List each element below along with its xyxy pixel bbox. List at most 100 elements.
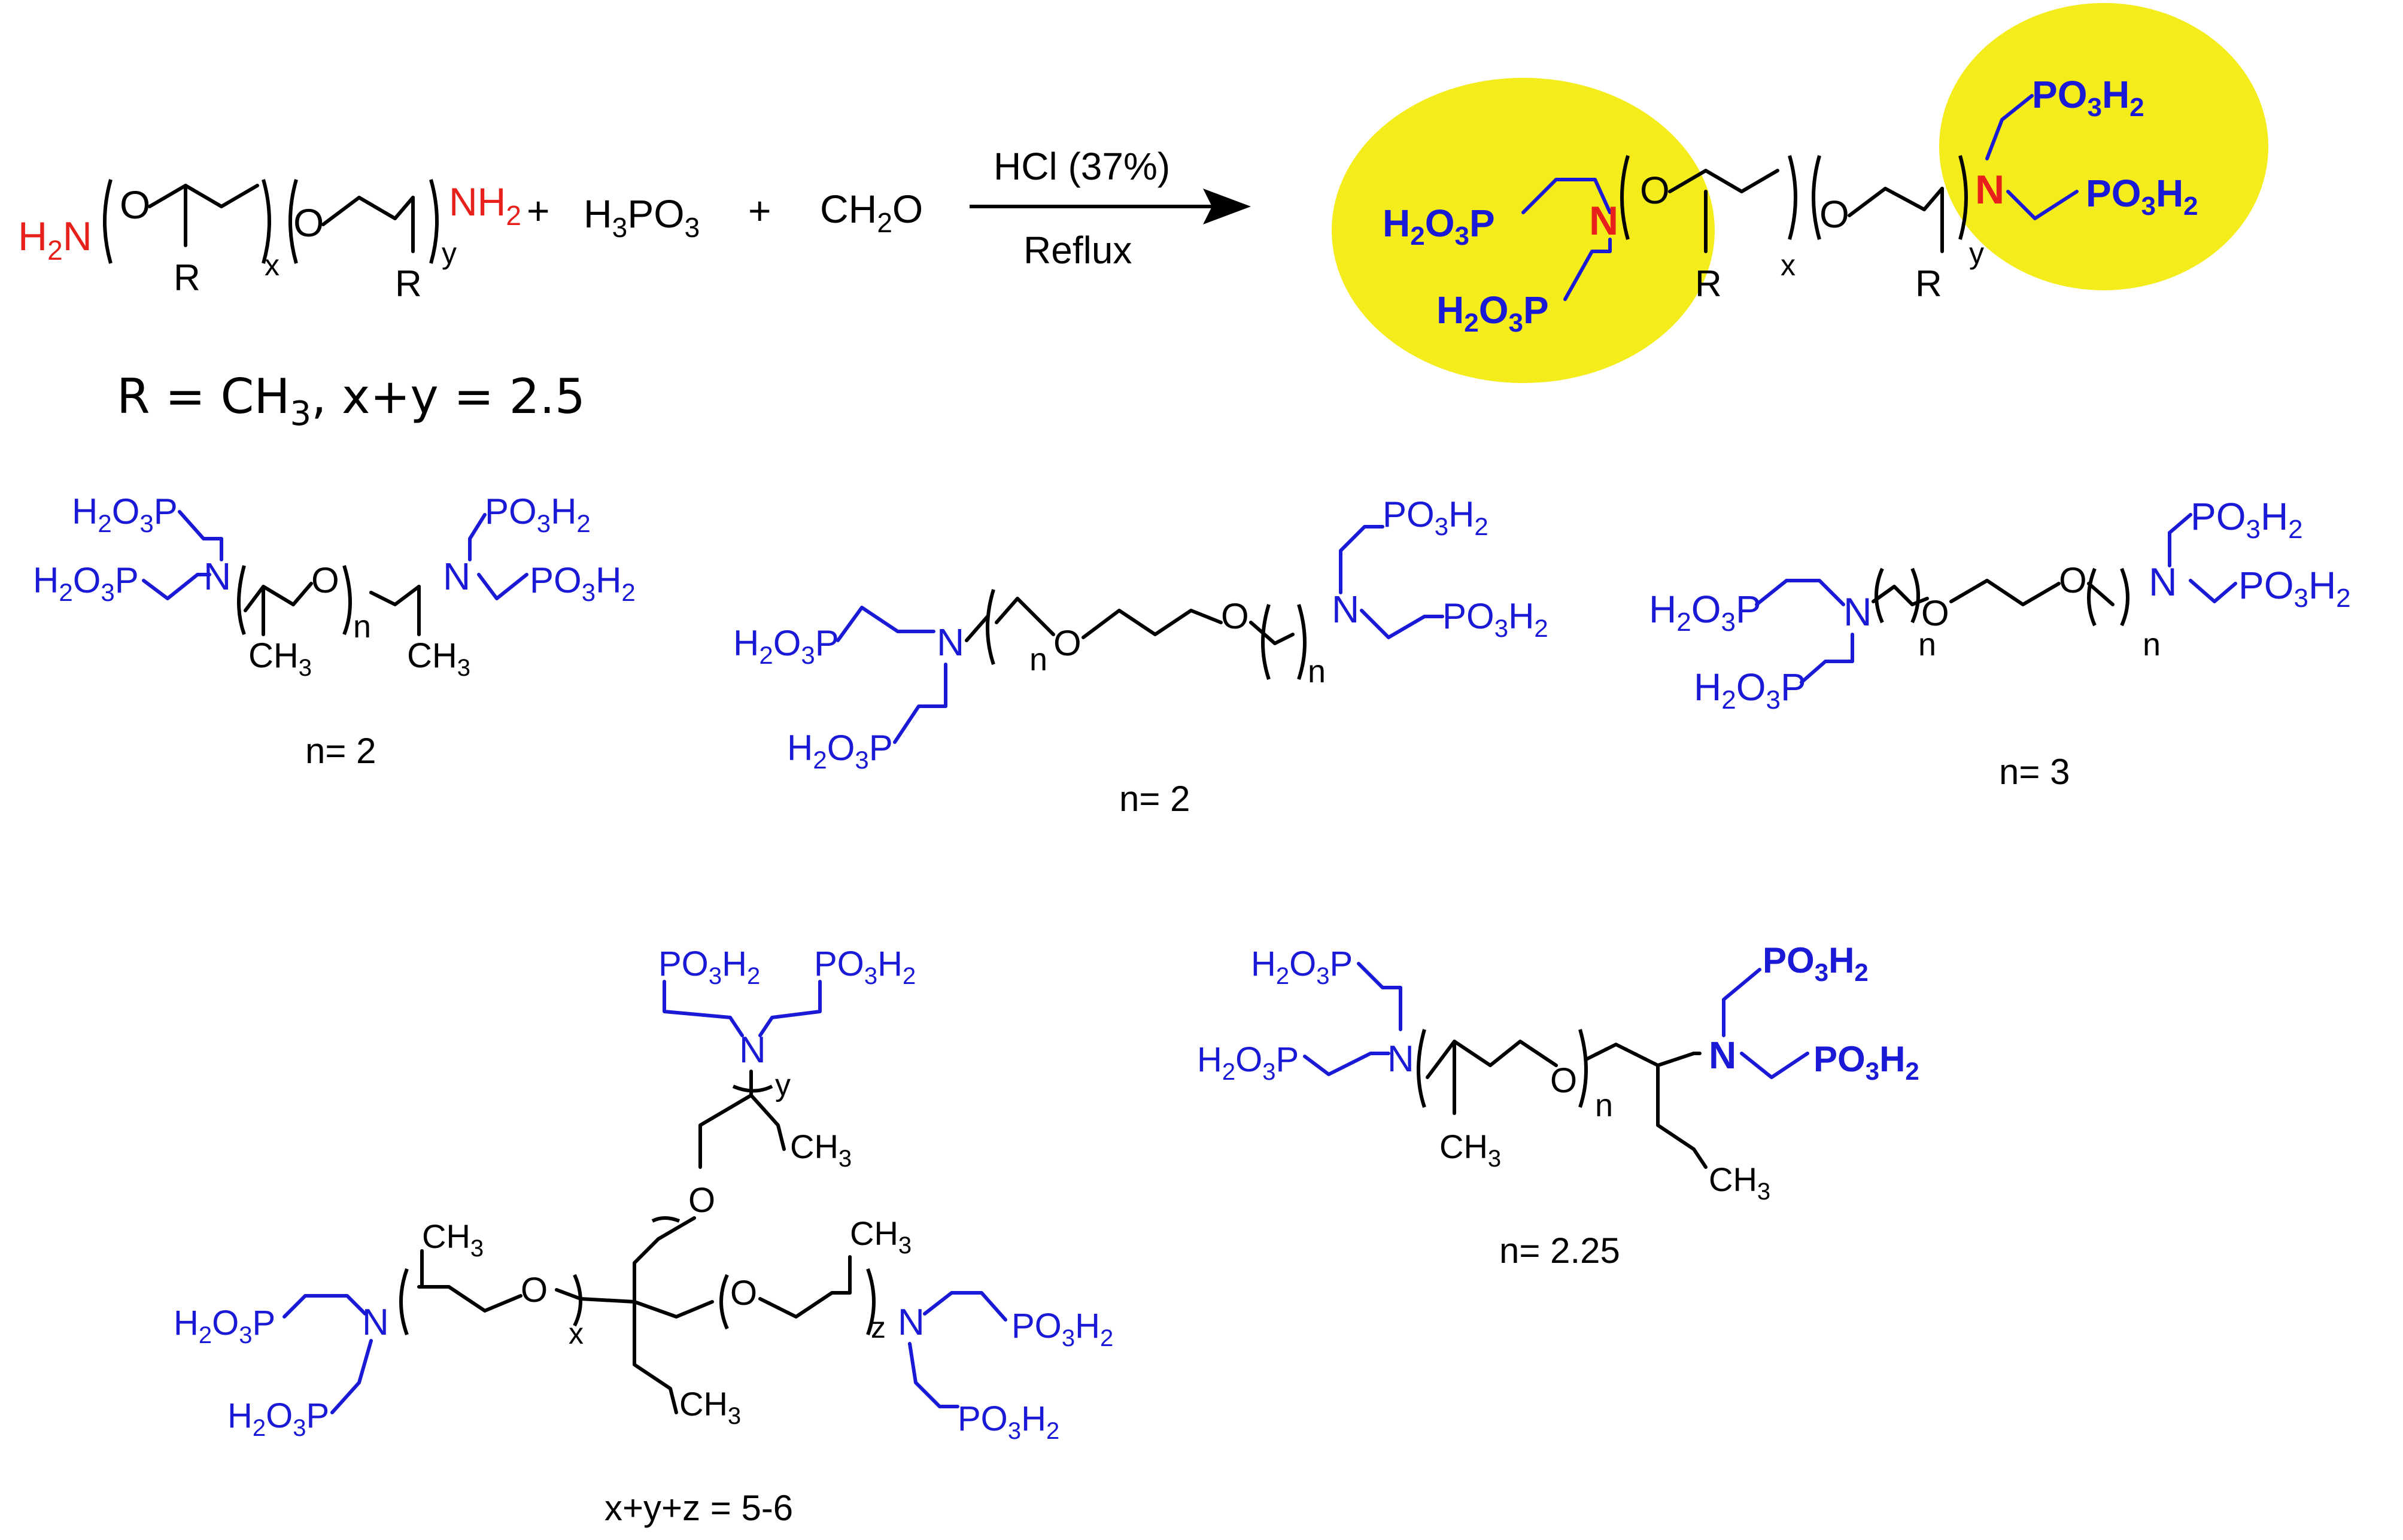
s4-phosphonate-top-2: PO3H2 xyxy=(814,944,916,989)
s4-right-arm xyxy=(633,1300,714,1319)
s5-bracket-2 xyxy=(1578,1029,1588,1108)
product-phosphonate-1: H2O3P xyxy=(1383,202,1495,251)
s2-sub-n-2: n xyxy=(1308,654,1326,689)
product-link-2 xyxy=(1563,238,1612,301)
s3-ether-o-2: O xyxy=(2059,560,2087,600)
structure-5: H2O3P H2O3P N CH3 O n CH3 N PO3H2 PO3H2 … xyxy=(1197,940,1919,1271)
product-n-right: N xyxy=(1975,167,2004,212)
s4-sub-z: z xyxy=(871,1311,886,1344)
product-link-4 xyxy=(2006,190,2079,220)
s1-phosphonate-1: H2O3P xyxy=(72,491,178,537)
s2-caption: n= 2 xyxy=(1119,779,1190,819)
s4-ether-o-right: O xyxy=(730,1274,757,1313)
s3-bracket-4 xyxy=(2120,567,2129,627)
structure-2: H2O3P H2O3P N n O O n N PO3H2 PO3H2 n= 2 xyxy=(733,494,1548,819)
bracket-close-y xyxy=(429,179,439,264)
s5-phosphonate-1: H2O3P xyxy=(1251,944,1353,989)
s2-phosphonate-2: H2O3P xyxy=(787,728,893,774)
s5-link-4 xyxy=(1740,1052,1809,1079)
product-sub-x: x xyxy=(1781,248,1796,282)
structure-3: H2O3P H2O3P N O n O n N PO3H2 PO3H2 n= 3 xyxy=(1649,495,2351,792)
structure-4: PO3H2 PO3H2 N y CH3 O CH3 x O CH3 N H2O3… xyxy=(174,944,1113,1528)
s1-link-2 xyxy=(142,573,211,600)
product-sub-y: y xyxy=(1969,236,1984,270)
s2-link-2 xyxy=(893,663,947,744)
s4-left-backbone xyxy=(417,1285,522,1313)
product-r-1: R xyxy=(1695,263,1722,305)
ether-o-2: O xyxy=(293,201,324,245)
s3-link-3 xyxy=(2168,513,2192,567)
s3-caption: n= 3 xyxy=(1999,752,2070,792)
s1-phosphonate-2: H2O3P xyxy=(33,560,139,606)
s1-n-right: N xyxy=(443,555,470,598)
product-bracket-4 xyxy=(1958,155,1968,240)
s4-link-right-2 xyxy=(908,1342,959,1408)
subscript-y: y xyxy=(442,236,457,270)
s3-backbone-2 xyxy=(1949,579,2061,606)
s2-link-1 xyxy=(836,606,935,642)
r-label-2: R xyxy=(395,263,422,305)
s4-ethyl xyxy=(633,1300,678,1414)
s4-branch-methyl xyxy=(749,1094,786,1151)
s4-bracket-z-close xyxy=(866,1268,876,1336)
product-link-3 xyxy=(1985,94,2034,160)
s2-bond-1 xyxy=(965,615,989,642)
s5-link-2 xyxy=(1303,1052,1390,1076)
s1-n-left: N xyxy=(203,555,231,598)
reagent-phosphorous-acid: H3PO3 xyxy=(584,192,700,243)
s4-link-top-2 xyxy=(758,980,822,1037)
s3-sub-n-1: n xyxy=(1918,627,1936,663)
arrow-condition-above: HCl (37%) xyxy=(994,145,1170,188)
r-definition: R = CH3, x+y = 2.5 xyxy=(117,369,585,433)
s2-bracket-1 xyxy=(986,589,995,665)
s4-ch3-right: CH3 xyxy=(850,1214,912,1259)
s4-phosphonate-right-2: PO3H2 xyxy=(958,1399,1059,1444)
product-phosphonate-2: H2O3P xyxy=(1436,288,1549,338)
s1-ch3-2: CH3 xyxy=(407,636,470,681)
amine-nh2-label: NH2 xyxy=(449,180,521,231)
s1-sub-n: n xyxy=(353,609,371,645)
s3-bracket-1 xyxy=(1875,567,1884,624)
s1-link-4 xyxy=(477,573,528,600)
s2-bracket-2 xyxy=(1261,604,1271,680)
s3-link-4 xyxy=(2189,579,2237,603)
s1-ch3-1: CH3 xyxy=(248,636,312,681)
r-label-1: R xyxy=(174,257,200,299)
bracket-close-x xyxy=(262,179,271,264)
plus-sign-1: + xyxy=(527,189,550,233)
s4-chain-top xyxy=(698,1094,753,1169)
product-bracket-3 xyxy=(1812,155,1821,240)
s5-backbone-1 xyxy=(1426,1040,1558,1079)
product-n-left: N xyxy=(1589,198,1618,244)
s2-backbone-3 xyxy=(1249,621,1295,645)
product-backbone-x xyxy=(1668,169,1779,193)
structure-1: H2O3P H2O3P N CH3 O n CH3 N PO3H2 PO3H2 … xyxy=(33,491,636,771)
s2-link-3 xyxy=(1339,525,1384,594)
s4-phosphonate-top-1: PO3H2 xyxy=(658,944,760,989)
s4-bracket-z-open xyxy=(719,1274,729,1330)
s4-right-backbone xyxy=(758,1291,852,1319)
s4-link-left-1 xyxy=(282,1294,367,1319)
bracket-open-y xyxy=(288,179,298,264)
s4-n-top: N xyxy=(739,1029,766,1071)
s2-ether-o-2: O xyxy=(1221,596,1249,636)
s5-backbone-2 xyxy=(1584,1043,1702,1067)
s2-bracket-3 xyxy=(1297,604,1307,680)
s4-ch3-left: CH3 xyxy=(422,1217,484,1262)
s1-backbone-2 xyxy=(369,585,421,606)
s5-caption: n= 2.25 xyxy=(1499,1231,1620,1271)
s4-link-top-1 xyxy=(663,980,744,1037)
s4-bracket-x xyxy=(573,1274,582,1327)
s4-sub-y: y xyxy=(775,1068,791,1102)
s4-ch3-top: CH3 xyxy=(790,1128,852,1172)
s1-bracket-1 xyxy=(237,565,246,636)
s4-sub-x: x xyxy=(569,1317,584,1350)
s3-phosphonate-2: H2O3P xyxy=(1694,666,1806,715)
s1-caption: n= 2 xyxy=(305,731,376,771)
s3-phosphonate-1: H2O3P xyxy=(1649,588,1761,637)
s3-backbone-3 xyxy=(2087,582,2115,606)
s5-ch3-2: CH3 xyxy=(1709,1161,1770,1205)
s1-ether-o: O xyxy=(311,560,339,600)
s2-n-right: N xyxy=(1332,588,1359,631)
s1-link-1 xyxy=(178,510,223,561)
